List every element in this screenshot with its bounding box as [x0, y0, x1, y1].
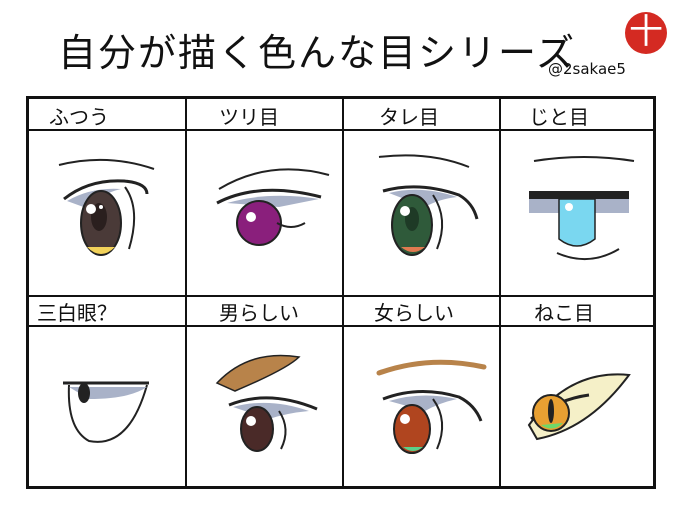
cell-label: ふつう [49, 105, 109, 129]
cell-label: 男らしい [219, 301, 299, 325]
normal-eye-drawing [58, 158, 155, 256]
grid-divider [29, 325, 653, 327]
half-lidded-eye-drawing [529, 156, 635, 261]
eye-grid: ふつう ツリ目 タレ目 じと目 三白眼？ 男らしい 女らしい ねこ目 [26, 96, 656, 489]
grid-divider [29, 129, 653, 131]
eye-illustrations [58, 154, 635, 454]
grid-divider [185, 99, 187, 486]
author-handle: @2sakae5 [548, 60, 626, 78]
cell-label: じと目 [529, 105, 589, 129]
cell-label: タレ目 [379, 105, 439, 129]
cell-label: ツリ目 [219, 105, 279, 129]
sanpaku-eye-drawing [63, 381, 149, 443]
masculine-eye-drawing [215, 354, 318, 452]
cat-eye-drawing [527, 373, 631, 441]
grid-divider [499, 99, 501, 486]
page-title: 自分が描く色んな目シリーズ [58, 31, 577, 75]
cell-label: 女らしい [374, 301, 454, 325]
upturned-eye-drawing [216, 168, 330, 246]
droopy-eye-drawing [378, 154, 479, 256]
grid-divider [29, 295, 653, 297]
cell-label: ねこ目 [534, 301, 594, 325]
red-circle-badge: 十 [625, 12, 667, 54]
grid-divider [342, 99, 344, 486]
feminine-eye-drawing [376, 359, 487, 454]
cell-label: 三白眼？ [37, 301, 117, 325]
